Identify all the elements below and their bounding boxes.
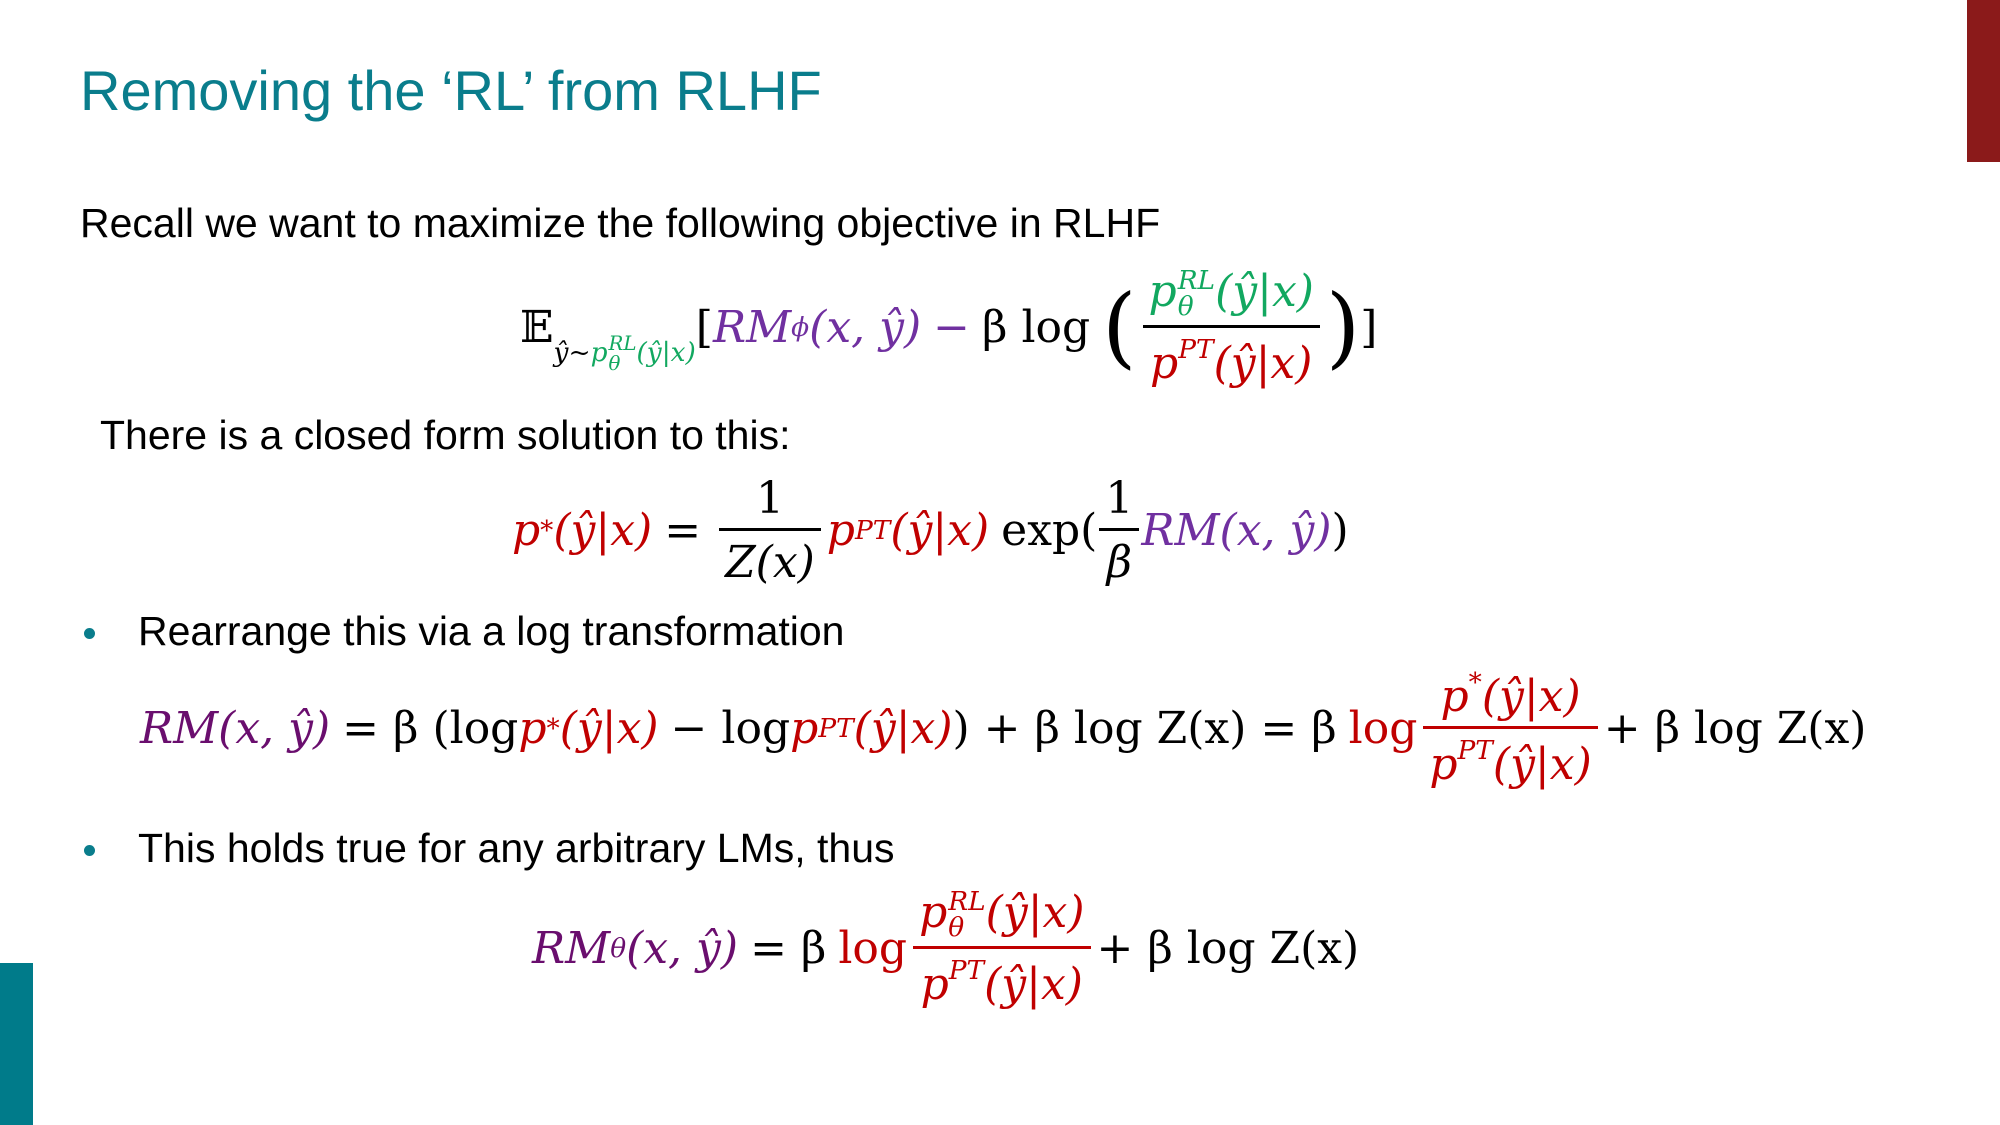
intro-text: Recall we want to maximize the following…	[80, 200, 1161, 246]
accent-bar-right	[1967, 0, 2000, 162]
closed-form-text: There is a closed form solution to this:	[100, 412, 791, 458]
bullet-text-1: Rearrange this via a log transformation	[138, 608, 845, 654]
bullet-icon	[84, 628, 95, 639]
slide-title: Removing the ‘RL’ from RLHF	[80, 59, 822, 122]
bullet-text-2: This holds true for any arbitrary LMs, t…	[138, 825, 895, 871]
bullet-icon	[84, 845, 95, 856]
accent-bar-left	[0, 963, 33, 1125]
expectation-symbol: 𝔼	[520, 301, 554, 353]
